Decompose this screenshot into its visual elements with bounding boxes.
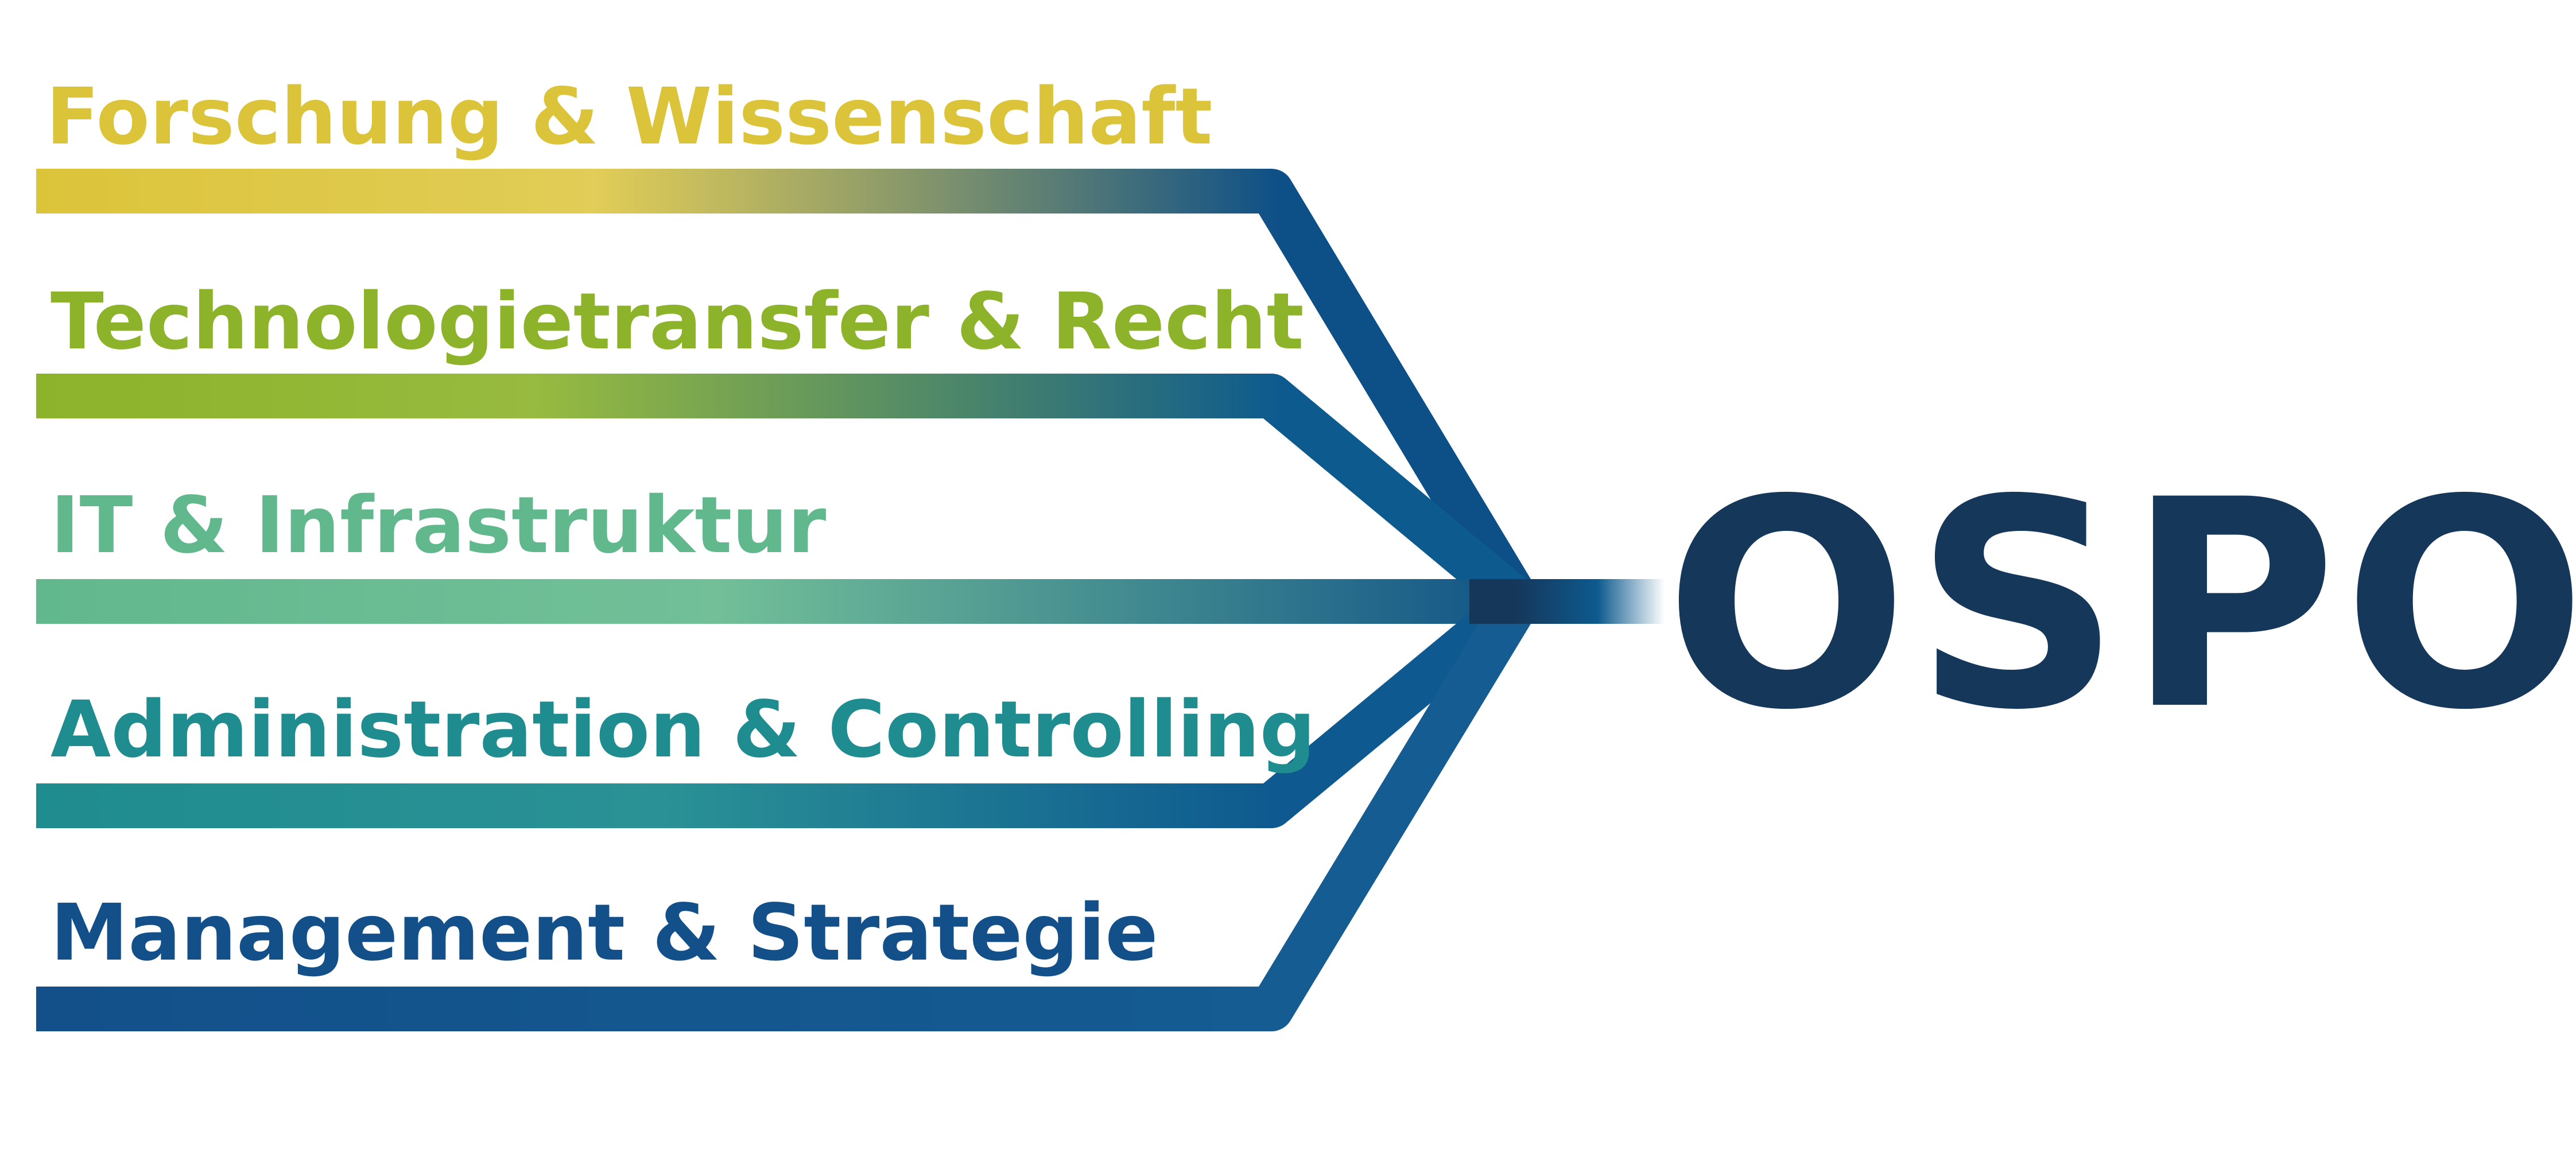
branch-line-administration bbox=[36, 584, 1533, 828]
branch-line-management bbox=[36, 589, 1538, 1031]
label-technologietransfer-recht: Technologietransfer & Recht bbox=[51, 277, 1304, 367]
label-forschung-wissenschaft: Forschung & Wissenschaft bbox=[46, 72, 1213, 162]
branch-line-forschung bbox=[36, 169, 1538, 614]
hub-label: OSPO bbox=[1665, 438, 2576, 772]
label-it-infrastruktur: IT & Infrastruktur bbox=[51, 480, 826, 571]
branch-line-technologietransfer bbox=[36, 374, 1533, 619]
hub-connector bbox=[1469, 579, 1665, 624]
label-administration-controlling: Administration & Controlling bbox=[51, 685, 1316, 775]
label-management-strategie: Management & Strategie bbox=[51, 888, 1158, 979]
